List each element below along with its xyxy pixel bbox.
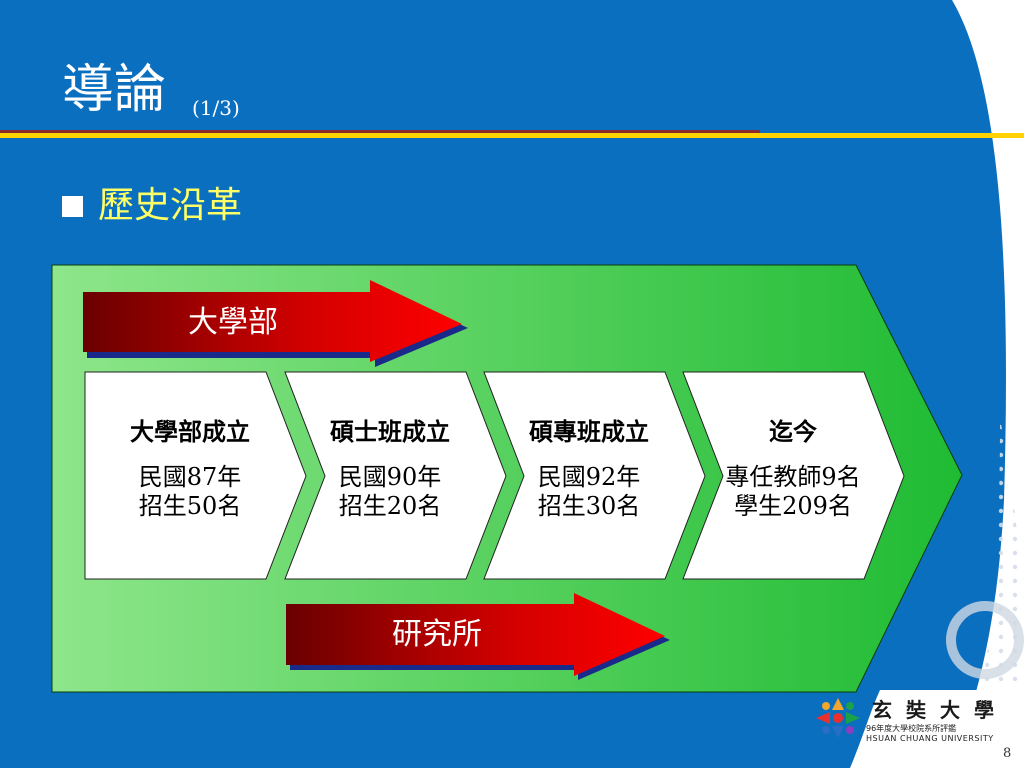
university-logo-english: HSUAN CHUANG UNIVERSITY <box>866 734 994 743</box>
arrow-bottom <box>286 593 665 676</box>
university-logo-name: 玄奘大學 <box>872 698 1008 722</box>
arrow-top-label: 大學部 <box>188 305 278 340</box>
slide-title-page-indicator: (1/3) <box>192 96 240 120</box>
university-logo-subtitle: 96年度大學校院系所評鑑 <box>866 724 957 733</box>
arrow-bottom-label: 研究所 <box>392 617 482 652</box>
stage-1-line2: 招生50名 <box>138 491 242 520</box>
stage-1: 大學部成立 民國87年 招生50名 <box>100 417 280 521</box>
stage-3-line2: 招生30名 <box>537 491 641 520</box>
stage-2-line2: 招生20名 <box>338 491 442 520</box>
stage-3-detail: 民國92年 招生30名 <box>499 463 679 521</box>
stage-2-detail: 民國90年 招生20名 <box>300 463 480 521</box>
page-number: 8 <box>1003 746 1012 761</box>
dotted-decoration <box>960 420 1024 768</box>
bullet-square-icon <box>62 196 83 217</box>
header-accent-line <box>0 133 1024 138</box>
stage-4-line1: 專任教師9名 <box>725 462 861 491</box>
stage-3-title: 碩專班成立 <box>529 417 649 446</box>
university-logo-icon <box>816 698 860 738</box>
stage-box-3 <box>483 371 706 580</box>
stage-box-4 <box>682 371 905 580</box>
stage-box-2 <box>284 371 507 580</box>
stage-1-detail: 民國87年 招生50名 <box>100 463 280 521</box>
stage-3-line1: 民國92年 <box>537 462 641 491</box>
stage-2: 碩士班成立 民國90年 招生20名 <box>300 417 480 521</box>
stage-2-line1: 民國90年 <box>338 462 442 491</box>
stage-4: 迄今 專任教師9名 學生209名 <box>708 417 878 521</box>
stage-box-1 <box>84 371 307 580</box>
stage-4-detail: 專任教師9名 學生209名 <box>708 463 878 521</box>
stage-4-title: 迄今 <box>769 417 817 446</box>
stage-3: 碩專班成立 民國92年 招生30名 <box>499 417 679 521</box>
arrow-top <box>83 280 462 362</box>
stage-1-line1: 民國87年 <box>138 462 242 491</box>
slide-title: 導論 <box>62 60 167 120</box>
stage-4-line2: 學生209名 <box>734 491 852 520</box>
stage-1-title: 大學部成立 <box>130 417 250 446</box>
bullet-heading: 歷史沿革 <box>98 185 243 226</box>
stage-2-title: 碩士班成立 <box>330 417 450 446</box>
